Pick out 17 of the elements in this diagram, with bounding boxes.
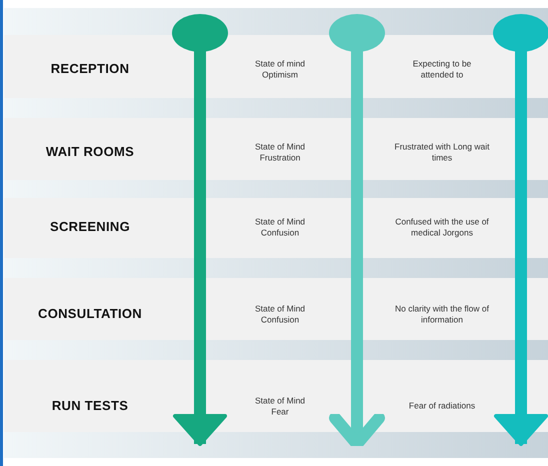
stage-heading: CONSULTATION [38,306,142,322]
description-text: No clarity with the flow of information [394,303,490,325]
stage-heading: WAIT ROOMS [46,144,134,160]
description-text: State of Mind Fear [254,395,306,417]
stage-heading: RECEPTION [50,60,130,78]
stage-heading: SCREENING [50,218,130,236]
arrow [173,51,227,446]
arrow [494,51,548,446]
description-text: State of Mind Frustration [254,141,306,163]
description-text: State of Mind Confusion [254,303,306,325]
description-text: Fear of radiations [408,400,476,412]
description-text: State of mind Optimism [254,58,306,80]
description-text: Expecting to be attended to [412,58,472,80]
stage-heading: RUN TESTS [52,398,128,414]
description-text: Confused with the use of medical Jorgons [394,216,490,238]
description-text: State of Mind Confusion [254,216,306,238]
description-text: Frustrated with Long wait times [394,141,490,163]
